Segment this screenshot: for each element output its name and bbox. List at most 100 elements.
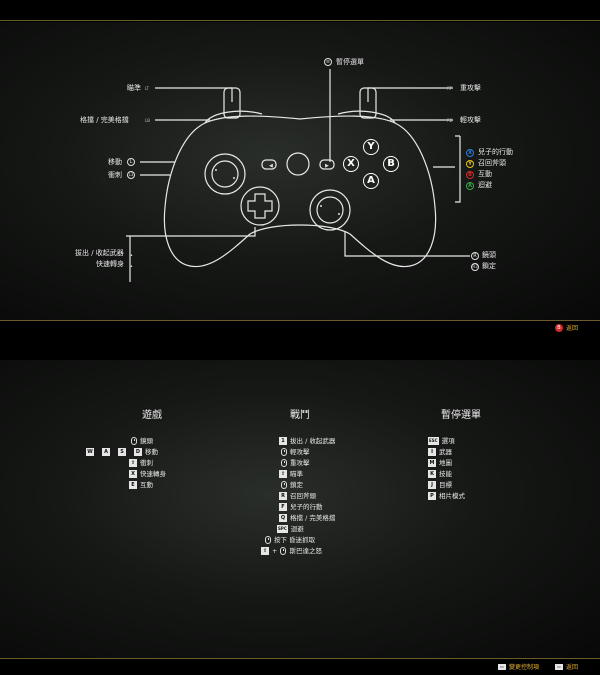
move-label: 移動 xyxy=(108,158,122,166)
a-button-icon: A xyxy=(466,182,474,190)
key-p: P xyxy=(428,492,436,500)
key-enter-icon: ▭ xyxy=(498,663,506,670)
menu-icon: ≡ xyxy=(324,58,332,66)
key-a: A xyxy=(102,448,110,456)
key-r: R xyxy=(279,492,287,500)
light-attack-label: 輕攻擊 xyxy=(460,116,481,124)
key-1: 1 xyxy=(279,437,287,445)
controller-back-button[interactable]: B 返回 xyxy=(555,323,578,332)
mouse-icon xyxy=(131,437,137,445)
key-esc-icon: ▭ xyxy=(555,663,563,670)
mouse-middle-icon xyxy=(281,481,287,489)
b-button-icon: B xyxy=(555,323,563,332)
left-stick-icon: L xyxy=(127,158,135,166)
dpad-shape xyxy=(247,193,273,219)
key-shift: ⇧ xyxy=(279,470,287,478)
back-label: 返回 xyxy=(566,325,579,332)
quick-turn-label: 快速轉身 xyxy=(96,260,124,268)
y-button-icon: Y xyxy=(466,160,474,168)
change-controls-label: 變更控制項 xyxy=(509,664,540,671)
key-m: M xyxy=(428,459,436,467)
list-item: ⇧衝刺 xyxy=(129,459,153,467)
dpad-up-icon: • xyxy=(130,253,133,259)
son-action-label: 兒子的行動 xyxy=(478,148,513,156)
right-stick-click-icon: R3 xyxy=(471,263,479,271)
key-esc: ESC xyxy=(428,437,439,445)
aim-label: 瞄準 xyxy=(127,84,141,92)
key-x: X xyxy=(129,470,137,478)
sprint-label: 衝刺 xyxy=(108,171,122,179)
dpad-ring-shape xyxy=(240,186,280,226)
list-item: W A S D 移動 xyxy=(86,448,158,456)
key-e: E xyxy=(129,481,137,489)
list-item: ⇧瞄準 xyxy=(279,470,303,478)
key-s: S xyxy=(118,448,126,456)
b-button: B xyxy=(383,156,399,172)
key-w: W xyxy=(86,448,94,456)
left-stick-click-icon: L3 xyxy=(127,171,135,179)
mouse-right-icon xyxy=(281,459,287,467)
controller-outline xyxy=(163,115,437,268)
combat-column-title: 戰鬥 xyxy=(290,410,310,421)
svg-text:▶: ▶ xyxy=(325,163,329,169)
list-item: 輕攻擊 xyxy=(281,448,310,456)
top-panel-divider xyxy=(0,320,600,321)
explore-column-title: 遊戲 xyxy=(142,410,162,421)
parry-label: 格擋 / 完美格擋 xyxy=(80,116,129,124)
list-item: 鎖定 xyxy=(281,481,303,489)
list-item: ⇧ + 斯巴達之怒 xyxy=(261,547,322,555)
key-q: Q xyxy=(279,514,287,522)
controller-diagram: ◀ ▶ xyxy=(126,69,470,282)
a-button: A xyxy=(363,173,379,189)
lt-tag: LT xyxy=(145,86,150,91)
key-space: SPC xyxy=(277,525,288,533)
key-d: D xyxy=(134,448,142,456)
y-button: Y xyxy=(363,139,379,155)
rt-tag: RT xyxy=(447,86,452,91)
svg-text:◀: ◀ xyxy=(269,163,273,169)
key-shift: ⇧ xyxy=(261,547,269,555)
right-stick-icon: R xyxy=(471,252,479,260)
rb-tag: RB xyxy=(447,118,453,123)
dpad-down-icon: • xyxy=(130,264,133,270)
list-item: 重攻擊 xyxy=(281,459,310,467)
interact-label: 互動 xyxy=(478,170,492,178)
bottom-panel-divider xyxy=(0,658,600,659)
pause-column-title: 暫停選單 xyxy=(441,410,481,421)
list-item: 鏡頭 xyxy=(131,437,153,445)
recall-axe-label: 召回斧頭 xyxy=(478,159,506,167)
keyboard-back-button[interactable]: ▭ 返回 xyxy=(555,662,578,671)
lock-label: 鎖定 xyxy=(482,262,496,270)
mouse-icon xyxy=(265,536,271,544)
change-controls-button[interactable]: ▭ 變更控制項 xyxy=(498,662,539,671)
heavy-attack-label: 重攻擊 xyxy=(460,84,481,92)
x-button-icon: X xyxy=(466,149,474,157)
key-i: I xyxy=(428,448,436,456)
lock-camera-label: 鏡頭 xyxy=(482,251,496,259)
controller-layout-panel: ◀ ▶ Y B X A ≡ 暫停選單 瞄準 LT 格擋 / 完美格擋 LB 移動… xyxy=(0,22,600,320)
key-k: K xyxy=(428,470,436,478)
key-j: J xyxy=(428,481,436,489)
mouse-icon xyxy=(280,547,287,555)
draw-weapon-label: 拔出 / 收起武器 xyxy=(75,249,124,257)
key-shift: ⇧ xyxy=(129,459,137,467)
top-divider xyxy=(0,20,600,21)
pause-label: 暫停選單 xyxy=(336,58,364,66)
guide-button-shape xyxy=(286,152,310,176)
dodge-label: 迴避 xyxy=(478,181,492,189)
list-item: 按下 昏迷抓取 xyxy=(265,536,315,544)
lb-tag: LB xyxy=(145,118,150,123)
